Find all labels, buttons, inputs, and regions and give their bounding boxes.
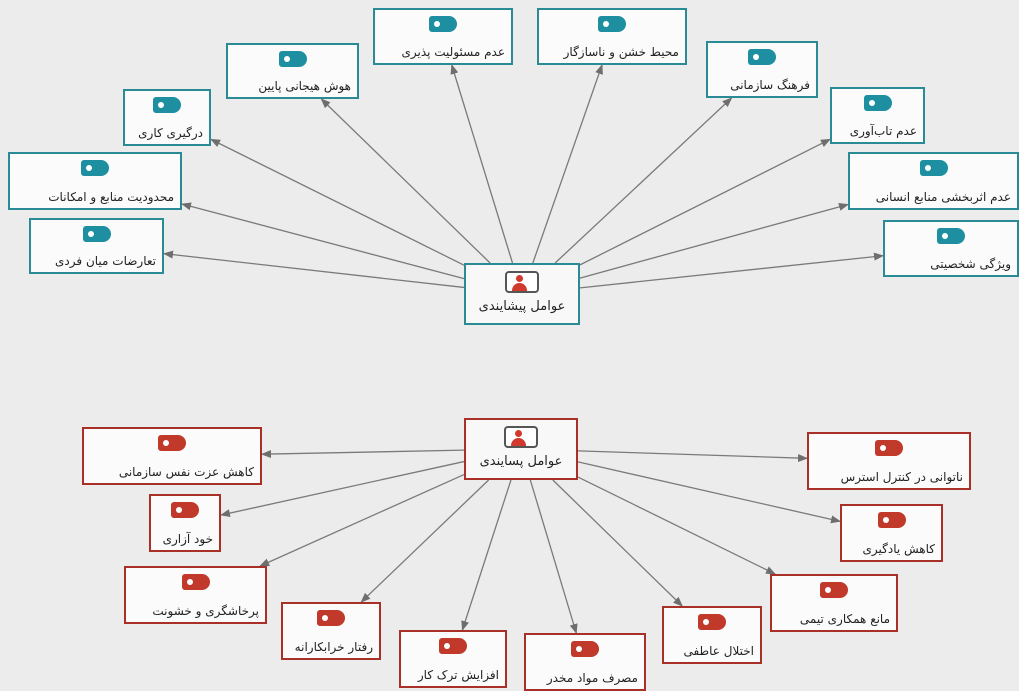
consequence-label: ناتوانی در کنترل استرس xyxy=(840,470,963,484)
antecedent-node[interactable]: عدم اثربخشی منابع انسانی xyxy=(848,152,1019,210)
consequence-label: مصرف مواد مخدر xyxy=(546,671,638,685)
tag-icon xyxy=(919,160,948,176)
tag-icon xyxy=(153,97,181,113)
antecedent-node[interactable]: عدم تاب‌آوری xyxy=(830,87,925,144)
tag-icon xyxy=(158,435,186,451)
consequence-label: کاهش یادگیری xyxy=(862,542,936,556)
tag-icon xyxy=(863,95,892,111)
antecedent-label: عدم مسئولیت پذیری xyxy=(401,45,505,59)
consequence-node[interactable]: خود آزاری xyxy=(149,494,221,552)
antecedent-label: درگیری کاری xyxy=(138,126,203,140)
tag-icon xyxy=(598,16,626,32)
person-icon xyxy=(504,426,538,448)
edge-arrow xyxy=(529,479,578,634)
tag-icon xyxy=(429,16,457,32)
edge-arrow xyxy=(261,449,465,459)
antecedent-node[interactable]: هوش هیجانی پایین xyxy=(226,43,359,99)
edge-arrow xyxy=(552,479,683,607)
antecedent-label: عدم اثربخشی منابع انسانی xyxy=(875,190,1011,204)
tag-icon xyxy=(81,160,109,176)
consequence-node[interactable]: کاهش یادگیری xyxy=(840,504,943,562)
antecedent-node[interactable]: فرهنگ سازمانی xyxy=(706,41,818,98)
edge-arrow xyxy=(579,203,849,279)
tag-icon xyxy=(698,614,726,630)
consequence-label: کاهش عزت نفس سازمانی xyxy=(118,465,254,479)
consequence-node[interactable]: اختلال عاطفی xyxy=(662,606,762,664)
tag-icon xyxy=(171,502,199,518)
antecedent-node[interactable]: محیط خشن و ناسازگار xyxy=(537,8,687,65)
edge-arrow xyxy=(163,250,465,289)
edge-arrow xyxy=(360,479,490,603)
edge-arrow xyxy=(579,138,831,266)
edge-arrow xyxy=(181,202,465,280)
edge-arrow xyxy=(461,479,512,631)
tag-icon xyxy=(278,51,307,67)
antecedent-node[interactable]: عدم مسئولیت پذیری xyxy=(373,8,513,65)
antecedent-node[interactable]: درگیری کاری xyxy=(123,89,211,146)
consequence-label: مانع همکاری تیمی xyxy=(799,612,890,626)
consequence-node[interactable]: پرخاشگری و خشونت xyxy=(124,566,267,624)
consequence-label: افزایش ترک کار xyxy=(417,668,499,682)
antecedent-node[interactable]: ویژگی شخصیتی xyxy=(883,220,1019,277)
edge-arrow xyxy=(577,476,776,575)
tag-icon xyxy=(439,638,467,654)
antecedent-label: ویژگی شخصیتی xyxy=(930,257,1011,271)
tag-icon xyxy=(571,641,599,657)
consequence-node[interactable]: کاهش عزت نفس سازمانی xyxy=(82,427,262,485)
edge-arrow xyxy=(320,98,491,264)
tag-icon xyxy=(317,610,345,626)
tag-icon xyxy=(877,512,906,528)
edge-arrow xyxy=(532,64,603,264)
tag-icon xyxy=(181,574,210,590)
edge-arrow xyxy=(577,461,841,524)
antecedent-label: هوش هیجانی پایین xyxy=(258,79,351,93)
consequence-node[interactable]: مانع همکاری تیمی xyxy=(770,574,898,632)
tag-icon xyxy=(875,440,903,456)
consequence-label: رفتار خرابکارانه xyxy=(294,640,373,654)
consequence-node[interactable]: ناتوانی در کنترل استرس xyxy=(807,432,971,490)
edge-arrow xyxy=(450,64,514,264)
consequences-hub-label: عوامل پسایندی xyxy=(479,454,563,469)
edge-arrow xyxy=(577,450,808,463)
antecedent-label: محیط خشن و ناسازگار xyxy=(563,45,679,59)
edge-arrow xyxy=(579,252,884,289)
antecedent-node[interactable]: تعارضات میان فردی xyxy=(29,218,164,274)
tag-icon xyxy=(748,49,776,65)
edge-arrow xyxy=(554,97,733,264)
consequence-node[interactable]: رفتار خرابکارانه xyxy=(281,602,381,660)
antecedent-label: تعارضات میان فردی xyxy=(55,254,156,268)
antecedent-label: عدم تاب‌آوری xyxy=(849,124,917,138)
antecedent-label: محدودیت منابع و امکانات xyxy=(48,190,174,204)
person-icon xyxy=(505,271,539,293)
edge-arrow xyxy=(210,138,465,266)
consequence-node[interactable]: افزایش ترک کار xyxy=(399,630,507,688)
tag-icon xyxy=(820,582,848,598)
edge-arrow xyxy=(220,460,465,518)
consequence-label: خود آزاری xyxy=(162,532,213,546)
antecedents-hub-label: عوامل پیشایندی xyxy=(478,299,566,314)
consequence-node[interactable]: مصرف مواد مخدر xyxy=(524,633,646,691)
antecedent-node[interactable]: محدودیت منابع و امکانات xyxy=(8,152,182,210)
tag-icon xyxy=(937,228,965,244)
consequence-label: اختلال عاطفی xyxy=(683,644,754,658)
consequences-hub[interactable]: عوامل پسایندی xyxy=(464,418,578,480)
tag-icon xyxy=(82,226,111,242)
antecedent-label: فرهنگ سازمانی xyxy=(730,78,810,92)
edge-arrow xyxy=(259,473,465,567)
antecedents-hub[interactable]: عوامل پیشایندی xyxy=(464,263,580,325)
consequence-label: پرخاشگری و خشونت xyxy=(152,604,259,618)
